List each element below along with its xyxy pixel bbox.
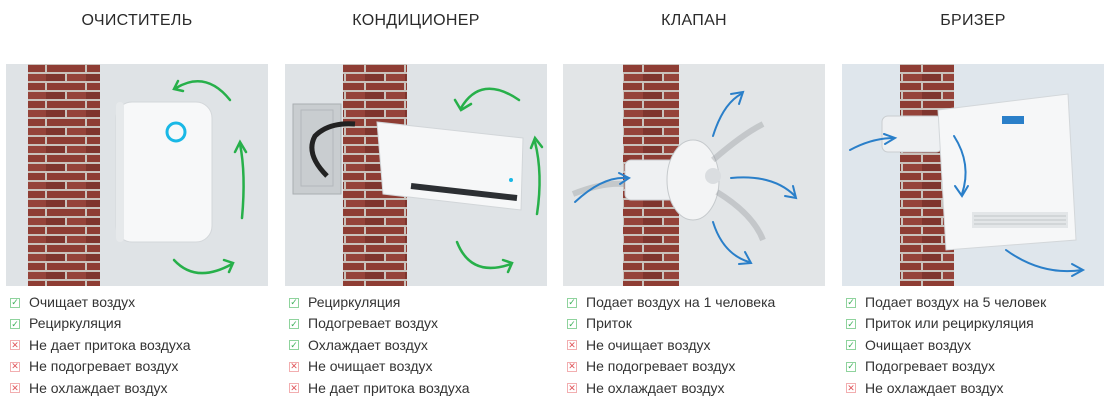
check-icon: ✓ xyxy=(846,297,856,308)
check-icon: ✓ xyxy=(289,297,299,308)
check-icon: ✓ xyxy=(10,297,20,308)
breezer-illustration xyxy=(842,64,1104,286)
product-title: КЛАПАН xyxy=(661,12,727,29)
cross-icon: ✕ xyxy=(10,382,20,394)
feature-list: ✓Подает воздух на 1 человека ✓Приток ✕Не… xyxy=(563,292,825,399)
check-icon: ✓ xyxy=(846,318,856,330)
brand-logo xyxy=(1002,116,1024,124)
product-title: КОНДИЦИОНЕР xyxy=(352,12,480,29)
feature-item: ✕Не охлаждает воздух xyxy=(846,379,1004,396)
check-icon: ✓ xyxy=(567,318,577,330)
check-icon: ✓ xyxy=(10,318,20,330)
feature-item: ✕Не подогревает воздух xyxy=(567,358,736,375)
feature-item: ✓Очищает воздух xyxy=(10,294,136,310)
led-ring-icon xyxy=(165,121,187,143)
cross-icon: ✕ xyxy=(846,382,856,394)
feature-item: ✓Приток или рециркуляция xyxy=(846,315,1034,332)
check-icon: ✓ xyxy=(567,297,577,308)
feature-item: ✓Охлаждает воздух xyxy=(289,336,428,353)
cross-icon: ✕ xyxy=(289,361,299,372)
product-card-purifier: ОЧИСТИТЕЛЬ xyxy=(6,0,268,409)
product-card-breezer: БРИЗЕР xyxy=(842,0,1104,409)
cross-icon: ✕ xyxy=(289,382,299,394)
product-card-valve: КЛАПАН xyxy=(563,0,825,409)
feature-item: ✕Не охлаждает воздух xyxy=(567,379,725,396)
outdoor-unit xyxy=(292,103,342,195)
brick-wall xyxy=(28,64,100,286)
feature-list: ✓Подает воздух на 5 человек ✓Приток или … xyxy=(842,292,1104,399)
check-icon: ✓ xyxy=(289,318,299,330)
purifier-device xyxy=(115,101,213,243)
feature-item: ✕Не очищает воздух xyxy=(567,336,711,353)
check-icon: ✓ xyxy=(846,361,856,372)
valve-illustration xyxy=(563,64,825,286)
product-card-air-conditioner: КОНДИЦИОНЕР xyxy=(285,0,547,409)
product-title: ОЧИСТИТЕЛЬ xyxy=(81,12,193,29)
feature-item: ✓Приток xyxy=(567,315,632,332)
cross-icon: ✕ xyxy=(567,339,577,351)
cross-icon: ✕ xyxy=(567,382,577,394)
cross-icon: ✕ xyxy=(567,361,577,372)
breezer-device xyxy=(937,93,1077,251)
feature-item: ✕Не подогревает воздух xyxy=(10,358,179,375)
feature-item: ✓Подает воздух на 1 человека xyxy=(567,294,776,310)
feature-list: ✓Рециркуляция ✓Подогревает воздух ✓Охлаж… xyxy=(285,292,547,399)
check-icon: ✓ xyxy=(289,339,299,351)
feature-item: ✕Не очищает воздух xyxy=(289,358,433,375)
feature-item: ✓Подогревает воздух xyxy=(846,358,996,375)
check-icon: ✓ xyxy=(846,339,856,351)
feature-item: ✕Не охлаждает воздух xyxy=(10,379,168,396)
feature-item: ✕Не дает притока воздуха xyxy=(10,336,191,353)
purifier-illustration xyxy=(6,64,268,286)
cross-icon: ✕ xyxy=(10,361,20,372)
feature-list: ✓Очищает воздух ✓Рециркуляция ✕Не дает п… xyxy=(6,292,268,399)
feature-item: ✓Подогревает воздух xyxy=(289,315,439,332)
feature-item: ✓Подает воздух на 5 человек xyxy=(846,294,1047,310)
feature-item: ✓Рециркуляция xyxy=(10,315,122,332)
product-title: БРИЗЕР xyxy=(940,12,1006,29)
cross-icon: ✕ xyxy=(10,339,20,351)
air-conditioner-illustration xyxy=(285,64,547,286)
feature-item: ✓Рециркуляция xyxy=(289,294,401,310)
feature-item: ✓Очищает воздух xyxy=(846,336,972,353)
feature-item: ✕Не дает притока воздуха xyxy=(289,379,470,396)
